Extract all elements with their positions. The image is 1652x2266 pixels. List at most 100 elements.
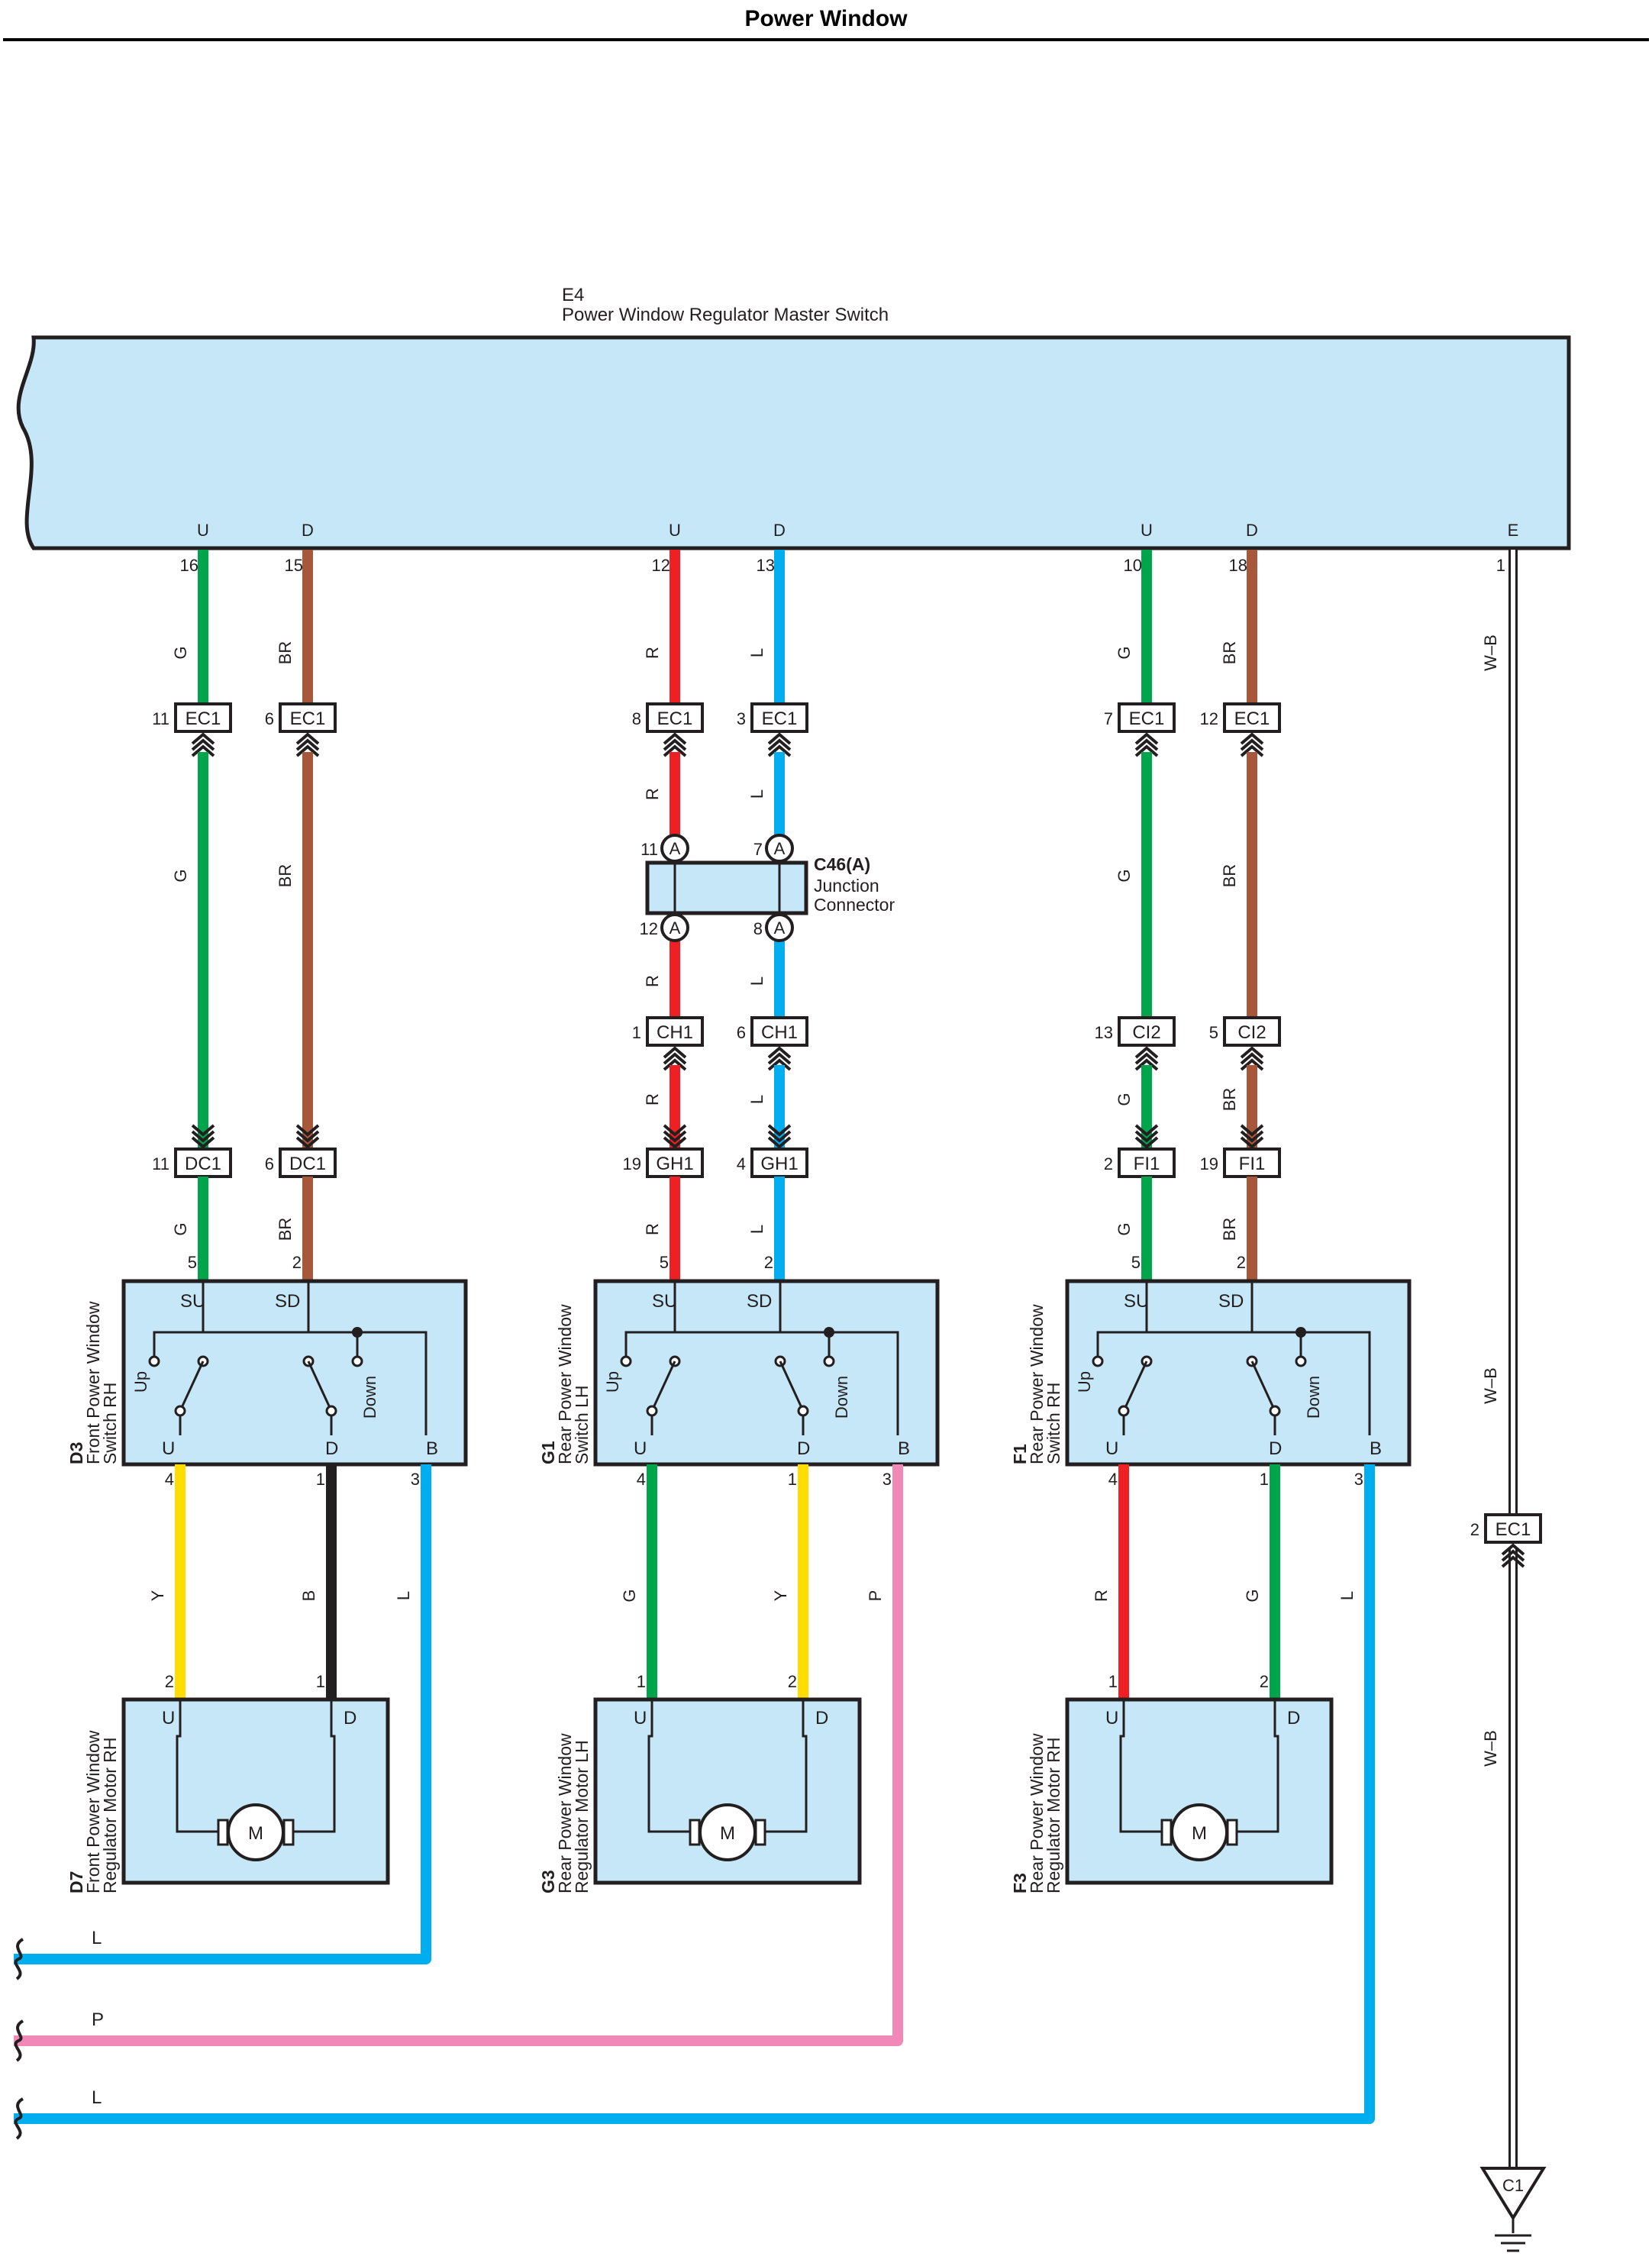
motor-terminal-label: D — [1287, 1708, 1300, 1729]
junction-pin-number: 11 — [640, 840, 658, 859]
wire-color-label: BR — [1220, 864, 1239, 888]
connector-chevron — [1240, 738, 1264, 751]
motor-internal-line — [1234, 1700, 1279, 1833]
switch-lever — [650, 1361, 676, 1412]
motor-pin-number: 2 — [165, 1672, 174, 1691]
switch-internal-line — [1096, 1331, 1371, 1435]
switch-contact — [646, 1405, 658, 1417]
master-pin-letter: E — [1508, 521, 1519, 540]
connector-EC1-pin: 11 — [152, 709, 169, 728]
connector-EC1-id: EC1 — [762, 709, 798, 729]
connector-chevrons — [1134, 1046, 1159, 1071]
wire-color-label: R — [643, 975, 662, 987]
wire-color-label: L — [747, 976, 766, 986]
wire-color-label: G — [171, 869, 190, 882]
connector-chevrons — [767, 1046, 792, 1071]
motor-pin-number: 2 — [1260, 1672, 1269, 1691]
master-pin-letter: U — [197, 521, 209, 540]
switch-lever — [1122, 1361, 1148, 1412]
connector-FI1-pin: 19 — [1200, 1154, 1218, 1173]
switch-contact — [174, 1405, 186, 1417]
connector-chevron — [1240, 1130, 1264, 1143]
switch-terminal-label: B — [1370, 1438, 1382, 1459]
connector-EC1-pin: 12 — [1200, 709, 1218, 728]
wire-color-label: L — [92, 2087, 102, 2108]
junction-pin-letter: A — [774, 839, 786, 858]
wire-color-label: P — [866, 1590, 885, 1602]
master-switch-name: Power Window Regulator Master Switch — [562, 305, 889, 325]
connector-chevron — [663, 732, 687, 745]
wire-color-label: BR — [1220, 1088, 1239, 1112]
switch-pin-number: 1 — [1260, 1470, 1269, 1489]
junction-dot — [352, 1327, 363, 1338]
wire-color-label: R — [643, 1093, 662, 1106]
connector-chevron — [191, 1136, 215, 1149]
switch-up-label: Up — [603, 1371, 622, 1393]
connector-chevrons — [663, 1046, 687, 1071]
connector-chevrons — [663, 1124, 687, 1149]
connector-chevron — [663, 1058, 687, 1071]
connector-FI1-pin: 2 — [1104, 1154, 1113, 1173]
wire-L — [14, 1464, 431, 1964]
connector-GH1-pin: 4 — [737, 1154, 746, 1173]
motor-symbol — [227, 1803, 285, 1861]
master-pin-number: 12 — [652, 556, 670, 575]
connector-chevrons — [1134, 732, 1159, 757]
connector-chevron — [1240, 1124, 1264, 1137]
switch-terminal-label: D — [325, 1438, 338, 1459]
switch-pin-number: 4 — [637, 1470, 646, 1489]
connector-chevron — [191, 744, 215, 757]
connector-chevrons — [663, 732, 687, 757]
connector-chevron — [1240, 1058, 1264, 1071]
motor-brush — [754, 1819, 766, 1846]
window-switch-id: G1 — [538, 1441, 558, 1464]
switch-lever — [179, 1361, 205, 1412]
window-switch-name: Front Power Window — [83, 1301, 103, 1464]
title-rule — [3, 38, 1649, 41]
connector-chevron — [1134, 732, 1159, 745]
switch-pin-number: 1 — [316, 1470, 325, 1489]
connector-chevron — [1134, 1046, 1159, 1059]
connector-chevrons — [1501, 1543, 1525, 1568]
connector-CH1 — [646, 1016, 704, 1047]
connector-FI1 — [1223, 1148, 1281, 1178]
connector-chevron — [295, 1136, 320, 1149]
junction-dot — [824, 1327, 834, 1338]
motor-brush — [282, 1819, 295, 1846]
switch-pin-number: 5 — [660, 1253, 669, 1272]
connector-EC1-id: EC1 — [1234, 709, 1270, 729]
connector-chevrons — [191, 1124, 215, 1149]
connector-CH1 — [750, 1016, 808, 1047]
wire-L — [14, 1464, 1375, 2124]
master-pin-letter: D — [302, 521, 314, 540]
connector-chevrons — [295, 732, 320, 757]
connector-chevron — [1240, 744, 1264, 757]
motor-symbol — [699, 1803, 757, 1861]
switch-terminal-label: SU — [180, 1291, 205, 1312]
connector-DC1-id: DC1 — [289, 1154, 326, 1174]
window-switch-name: Switch RH — [1044, 1383, 1063, 1464]
connector-chevron — [767, 732, 792, 745]
connector-chevron — [1134, 1130, 1159, 1143]
switch-terminal-label: D — [1269, 1438, 1282, 1459]
switch-contact — [148, 1355, 160, 1367]
wire-P — [14, 1464, 903, 2046]
connector-chevron — [295, 744, 320, 757]
ground-point-id: C1 — [1502, 2176, 1524, 2195]
switch-pin-number: 3 — [411, 1470, 420, 1489]
junction-connector-name: Connector — [814, 895, 895, 915]
wire-break-symbol — [14, 2097, 24, 2140]
wire-color-label: G — [1115, 646, 1134, 659]
window-motor-id: D7 — [66, 1871, 86, 1893]
window-switch-name: Switch RH — [100, 1383, 120, 1464]
connector-chevron — [1240, 1136, 1264, 1149]
connector-CI2-id: CI2 — [1237, 1022, 1266, 1043]
master-pin-letter: U — [1141, 521, 1153, 540]
switch-terminal-label: SD — [275, 1291, 300, 1312]
wire-color-label: BR — [1220, 1218, 1239, 1241]
wire-color-label: G — [1115, 1093, 1134, 1106]
wire-color-label: BR — [276, 641, 295, 665]
